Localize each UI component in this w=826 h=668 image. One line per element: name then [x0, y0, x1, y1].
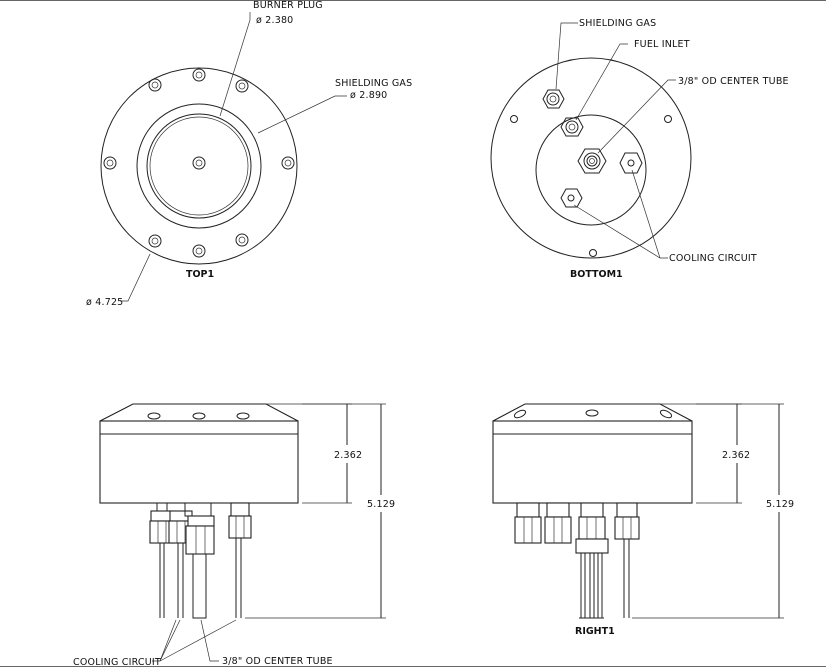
front-center-tube-fitting — [184, 502, 215, 619]
top-outer-flange — [100, 67, 298, 265]
top-shielding-gas-dim: ø 2.890 — [350, 90, 387, 101]
bottom-cooling-fitting-left — [560, 188, 583, 208]
top-view-title: TOP1 — [186, 269, 214, 280]
bottom-inner-plate — [535, 114, 647, 226]
right-fitting-3 — [575, 502, 609, 619]
front-view: 2.362 5.129 COOLING CIRCUIT 3/8" OD CENT… — [73, 403, 395, 668]
front-center-tube-label: 3/8" OD CENTER TUBE — [222, 656, 333, 667]
right-height-dim: 2.362 — [722, 450, 750, 461]
bottom-shielding-gas-label: SHIELDING GAS — [579, 18, 656, 29]
bottom-view: SHIELDING GAS FUEL INLET 3/8" OD CENTER … — [490, 18, 789, 280]
bottom-fuel-inlet-label: FUEL INLET — [634, 39, 690, 50]
front-fitting-right — [228, 502, 252, 618]
bottom-cooling-circuit-label: COOLING CIRCUIT — [669, 253, 757, 264]
top-burner-plug-dim: ø 2.380 — [256, 15, 293, 26]
top-center-port — [192, 156, 206, 170]
bottom-view-title: BOTTOM1 — [570, 269, 623, 280]
right-fitting-4 — [614, 502, 640, 618]
front-height-dim: 2.362 — [334, 450, 362, 461]
right-view-title: RIGHT1 — [575, 626, 615, 637]
top-burner-plug-label: BURNER PLUG — [253, 0, 323, 11]
bottom-cooling-fitting-right — [619, 152, 643, 174]
right-body — [492, 420, 693, 504]
right-fitting-1 — [514, 502, 542, 544]
top-outer-dim: ø 4.725 — [86, 297, 123, 308]
bottom-center-tube-label: 3/8" OD CENTER TUBE — [678, 76, 789, 87]
right-chamfer-top — [492, 403, 693, 422]
top-view: BURNER PLUG ø 2.380 SHIELDING GAS ø 2.89… — [86, 0, 412, 308]
bottom-fuel-inlet-fitting — [560, 117, 584, 137]
top-shielding-gas-label: SHIELDING GAS — [335, 78, 412, 89]
front-body — [99, 420, 299, 504]
right-fitting-2 — [544, 502, 572, 544]
front-total-dim: 5.129 — [367, 499, 395, 510]
bottom-outer-flange — [490, 57, 692, 259]
bottom-center-tube-fitting — [577, 148, 607, 174]
top-burner-plug — [146, 113, 252, 219]
top-bolt-holes — [103, 68, 295, 258]
right-total-dim: 5.129 — [766, 499, 794, 510]
front-cooling-circuit-label: COOLING CIRCUIT — [73, 657, 161, 668]
right-view: 2.362 5.129 RIGHT1 — [492, 403, 794, 637]
bottom-shielding-gas-fitting — [542, 89, 565, 109]
top-shielding-ring — [136, 103, 262, 229]
